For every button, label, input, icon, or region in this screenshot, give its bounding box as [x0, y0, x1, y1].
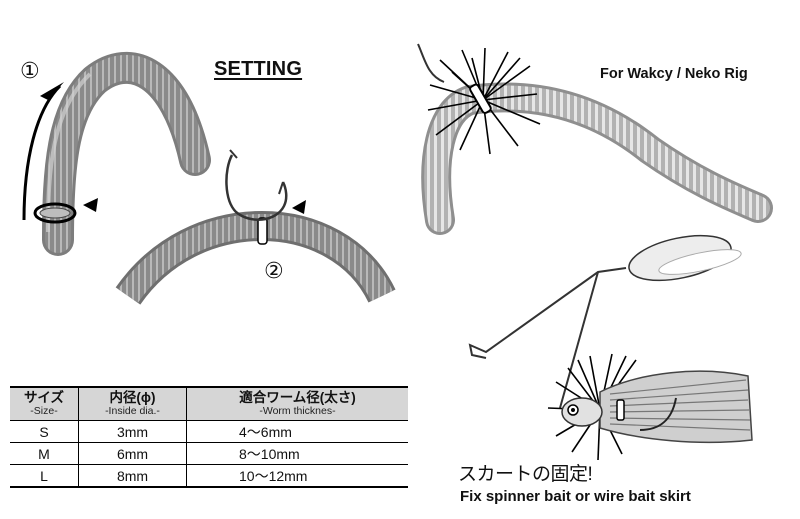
rig-caption: For Wakcy / Neko Rig	[600, 66, 748, 82]
cell-inside-dia: 3mm	[78, 420, 187, 443]
cell-size: S	[10, 420, 79, 443]
header-inside-dia: 内径(ϕ) -Inside dia.-	[78, 386, 187, 421]
skirt-caption-jp: スカートの固定!	[458, 464, 593, 485]
skirt-caption-en: Fix spinner bait or wire bait skirt	[460, 488, 691, 505]
step1-worm-illustration	[22, 51, 211, 256]
table-row: M 6mm 8～10mm	[10, 442, 408, 465]
step2-marker: ②	[264, 258, 284, 283]
table-row: S 3mm 4～6mm	[10, 420, 408, 443]
step2-hook-illustration	[115, 149, 396, 305]
header-size-sub: -Size-	[30, 405, 58, 417]
cell-worm-thickness: 10～12mm	[186, 464, 408, 488]
step1-marker: ①	[20, 58, 40, 83]
cell-inside-dia: 8mm	[78, 464, 187, 488]
table-header-row: サイズ -Size- 内径(ϕ) -Inside dia.- 適合ワーム径(太さ…	[10, 386, 408, 421]
cell-worm-thickness: 4～6mm	[186, 420, 408, 443]
header-worm-thickness-main: 適合ワーム径(太さ)	[239, 390, 356, 405]
pointer-arrow-icon	[292, 200, 306, 214]
header-size: サイズ -Size-	[10, 386, 79, 421]
table-row: L 8mm 10～12mm	[10, 464, 408, 488]
upward-arrow-icon	[40, 82, 64, 100]
wacky-rig-illustration	[417, 43, 773, 235]
pointer-arrow-icon	[83, 198, 98, 212]
cell-size: L	[10, 464, 79, 488]
header-inside-dia-sub: -Inside dia.-	[105, 405, 160, 417]
page-title: SETTING	[214, 58, 303, 80]
cell-worm-thickness: 8～10mm	[186, 442, 408, 465]
cell-size: M	[10, 442, 79, 465]
cell-inside-dia: 6mm	[78, 442, 187, 465]
spinner-bait-illustration	[468, 234, 753, 461]
header-worm-thickness-sub: -Worm thicknes-	[259, 405, 336, 417]
header-inside-dia-main: 内径(ϕ)	[109, 390, 156, 405]
size-table: サイズ -Size- 内径(ϕ) -Inside dia.- 適合ワーム径(太さ…	[10, 386, 408, 488]
header-size-main: サイズ	[23, 390, 65, 405]
header-worm-thickness: 適合ワーム径(太さ) -Worm thicknes-	[186, 386, 408, 421]
